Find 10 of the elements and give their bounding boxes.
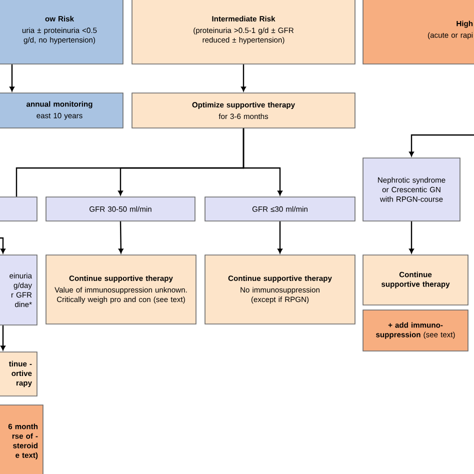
condition-box: [0, 196, 38, 222]
arrow: [10, 64, 14, 92]
arrow: [0, 325, 6, 350]
arrow: [118, 221, 124, 254]
arrow: [278, 221, 282, 254]
arrow: [0, 237, 6, 254]
arrow: [242, 128, 282, 196]
arrow: [409, 221, 414, 254]
arrow: [409, 134, 474, 156]
arrow: [241, 64, 246, 92]
